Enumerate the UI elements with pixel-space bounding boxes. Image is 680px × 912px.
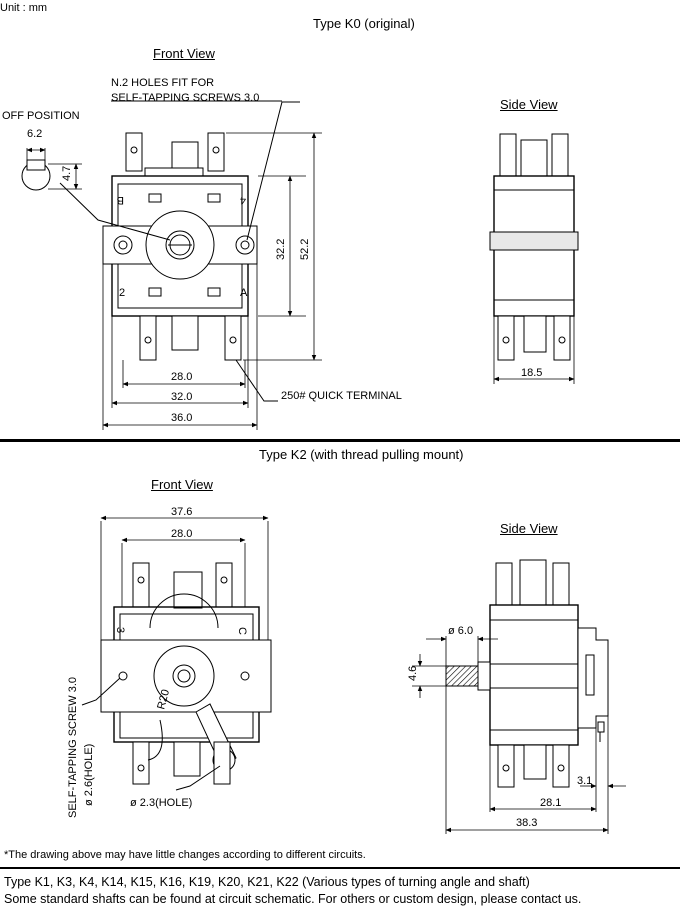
k2-title: Type K2 (with thread pulling mount) bbox=[259, 447, 464, 462]
dim-32-2: 32.2 bbox=[275, 239, 287, 260]
k0-side-view: 18.5 bbox=[489, 133, 579, 384]
section-divider bbox=[0, 439, 680, 442]
footer-line-1: Type K1, K3, K4, K14, K15, K16, K19, K20… bbox=[4, 875, 530, 889]
k2-mark-3: 3 bbox=[114, 627, 126, 633]
k0-side-view-label: Side View bbox=[500, 97, 558, 112]
k0-mark-b: B bbox=[117, 194, 124, 206]
dim-18-5: 18.5 bbox=[521, 367, 542, 379]
dim-28-0-k0: 28.0 bbox=[171, 371, 192, 383]
off-position-label: OFF POSITION bbox=[2, 110, 80, 122]
hole-2-3-label: ø 2.3(HOLE) bbox=[130, 797, 193, 809]
k2-shaft-collar bbox=[477, 661, 491, 691]
screw-note-label: SELF-TAPPING SCREW 3.0 bbox=[67, 677, 79, 818]
k2-front-view-label: Front View bbox=[151, 477, 213, 492]
dim-dia-6-0: ø 6.0 bbox=[448, 625, 473, 637]
k0-front-view: B 4 2 A 6.2 bbox=[21, 100, 322, 430]
dim-28-1: 28.1 bbox=[540, 797, 561, 809]
footer-divider bbox=[0, 867, 680, 869]
k0-front-view-label: Front View bbox=[153, 46, 215, 61]
unit-label: Unit : mm bbox=[0, 2, 48, 14]
dim-4-7: 4.7 bbox=[61, 166, 73, 181]
footer-line-2: Some standard shafts can be found at cir… bbox=[4, 892, 582, 906]
dim-52-2: 52.2 bbox=[299, 239, 311, 260]
k2-mark-c: C bbox=[236, 627, 248, 635]
k2-side-view-label: Side View bbox=[500, 521, 558, 536]
dim-3-1: 3.1 bbox=[577, 775, 592, 787]
dim-32-0: 32.0 bbox=[171, 391, 192, 403]
dim-37-6: 37.6 bbox=[171, 506, 192, 518]
hole-2-6-label: ø 2.6(HOLE) bbox=[83, 744, 95, 806]
k0-title: Type K0 (original) bbox=[313, 16, 415, 31]
footnote: *The drawing above may have little chang… bbox=[4, 849, 366, 861]
dim-28-0-k2: 28.0 bbox=[171, 528, 192, 540]
k0-mark-a: A bbox=[240, 287, 248, 299]
k0-holes-note-line1: N.2 HOLES FIT FOR bbox=[111, 77, 215, 89]
k2-bracket bbox=[577, 627, 609, 729]
quick-terminal-label: 250# QUICK TERMINAL bbox=[281, 390, 402, 402]
k0-bottom-terminals bbox=[139, 315, 242, 361]
k2-shaft bbox=[445, 665, 479, 687]
k2-side-body bbox=[489, 604, 579, 746]
dim-38-3: 38.3 bbox=[516, 817, 537, 829]
k0-mark-2: 2 bbox=[119, 287, 125, 299]
dim-36-0: 36.0 bbox=[171, 412, 192, 424]
k0-mark-4: 4 bbox=[240, 194, 246, 206]
dim-r20: R20 bbox=[155, 688, 172, 711]
k2-front-view: 3 C R20 37.6 28.0 bbox=[67, 506, 272, 818]
dim-6-2: 6.2 bbox=[27, 128, 42, 140]
dim-4-6: 4.6 bbox=[407, 666, 419, 681]
k0-top-terminals bbox=[125, 132, 225, 177]
k2-side-view: ø 6.0 4.6 3.1 28.1 38.3 bbox=[407, 559, 626, 834]
